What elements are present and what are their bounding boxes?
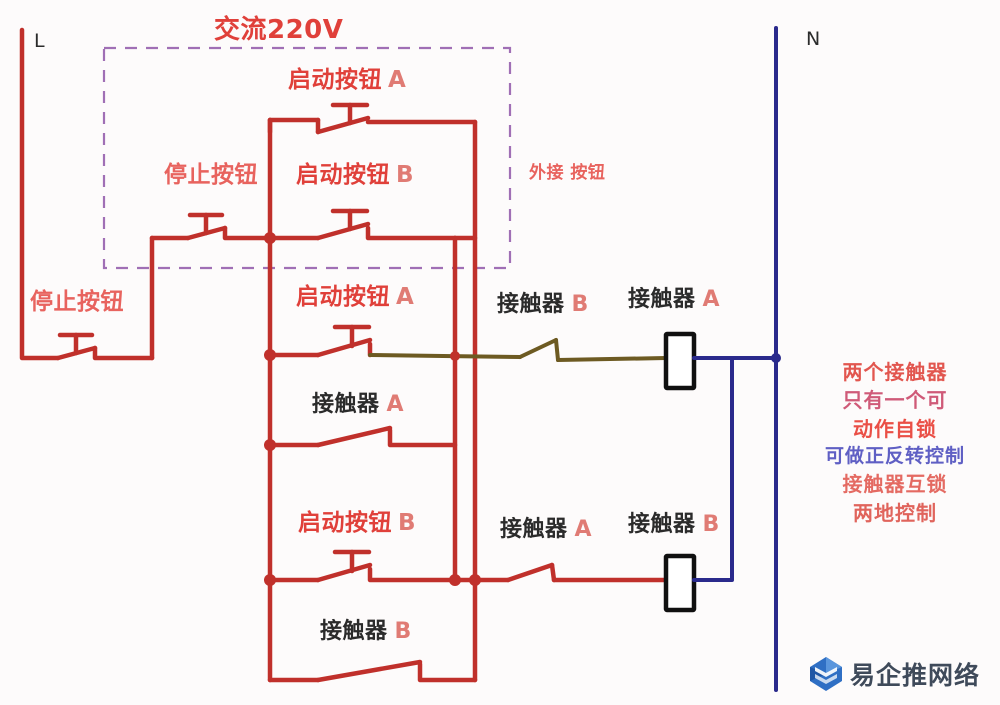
annotation-note-line-2: 动作自锁 (853, 416, 937, 441)
stop-button-inner-symbol (149, 212, 273, 241)
annotation-note-block: 两个接触器 只有一个可 动作自锁 可做正反转控制 接触器互锁 两地控制 (800, 358, 990, 527)
live-supply-rail (19, 27, 61, 361)
annotation-note-line-0: 两个接触器 (842, 360, 948, 384)
start-button-a-mid-label-suffix: A (396, 284, 415, 310)
contactor-b-holding-contact-symbol (267, 579, 478, 683)
contactor-b-contact-label-suffix: B (571, 292, 589, 317)
neutral-rail-label: N (806, 28, 821, 50)
start-button-a-top-label-text: 启动按钮 (288, 67, 382, 93)
wire-junction-dots (264, 232, 481, 586)
stop-button-outer-label: 停止按钮 (30, 289, 124, 315)
contactor-b-coil-symbol (663, 553, 697, 613)
contactor-a-mid-label-text: 接触器 (312, 392, 380, 417)
watermark-text: 易企推网络 (850, 661, 981, 690)
annotation-note-line-4: 接触器互锁 (842, 472, 948, 497)
live-rail-label: L (34, 30, 46, 52)
external-button-note-label: 外接 按钮 (529, 163, 606, 183)
contactor-b-coil-label-suffix: B (702, 512, 720, 537)
contactor-a-contact-low-label-text: 接触器 (500, 517, 568, 542)
contactor-a-holding-contact-symbol (267, 425, 458, 448)
contactor-b-coil-to-neutral-wire (692, 356, 734, 582)
contactor-b-contact-label-text: 接触器 (497, 292, 565, 317)
contactor-a-coil-label-text: 接触器 (628, 287, 696, 312)
stop-button-inner-label: 停止按钮 (164, 162, 258, 188)
contactor-a-coil-label-suffix: A (702, 287, 721, 312)
contactor-b-low-label-suffix: B (394, 619, 412, 644)
annotation-note-line-5: 两地控制 (853, 500, 937, 525)
start-button-b-top-symbol (267, 208, 478, 241)
start-button-a-top-symbol (267, 102, 478, 135)
start-button-a-top-label-suffix: A (388, 67, 407, 93)
contactor-a-contact-low-label-suffix: A (574, 517, 593, 542)
contactor-a-mid-label-suffix: A (386, 392, 405, 417)
contactor-b-nc-contact-symbol (368, 338, 668, 362)
watermark: 易企推网络 (806, 655, 980, 693)
contactor-a-coil-to-neutral-wire (692, 353, 781, 363)
annotation-note-line-3: 可做正反转控制 (824, 445, 965, 468)
stop-button-outer-symbol (55, 235, 155, 361)
start-button-a-mid-symbol (267, 324, 373, 358)
yiqitui-diamond-logo-icon (810, 657, 842, 691)
start-button-b-top-label-text: 启动按钮 (296, 162, 390, 188)
start-button-b-top-label-suffix: B (396, 162, 415, 188)
annotation-note-line-1: 只有一个可 (842, 388, 948, 413)
contactor-b-coil-label-text: 接触器 (628, 512, 696, 537)
start-button-b-low-symbol (267, 549, 458, 583)
contactor-a-coil-symbol (663, 331, 697, 391)
ac-supply-title: 交流220V (214, 15, 344, 45)
start-button-b-low-label-text: 启动按钮 (298, 510, 392, 536)
start-button-b-low-label-suffix: B (398, 510, 417, 536)
start-button-a-mid-label-text: 启动按钮 (296, 284, 390, 310)
contactor-a-nc-contact-symbol (452, 562, 669, 583)
contactor-b-low-label-text: 接触器 (320, 619, 388, 644)
